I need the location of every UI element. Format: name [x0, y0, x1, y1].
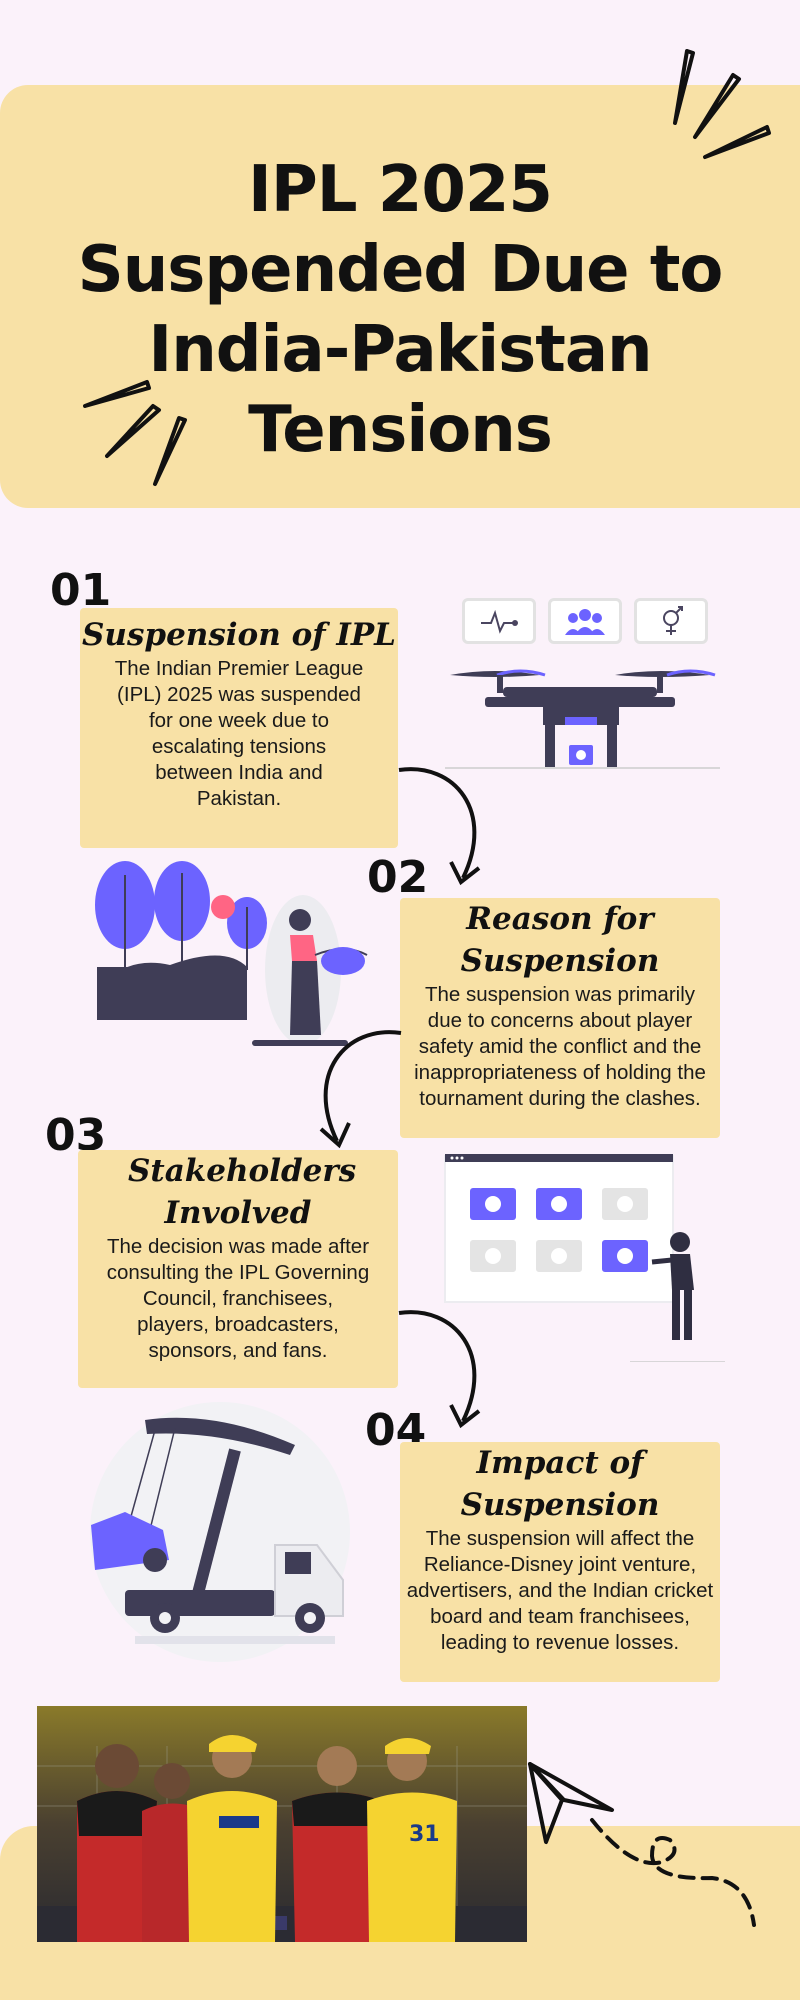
section-number-02: 02 — [367, 852, 429, 903]
svg-text:31: 31 — [409, 1822, 440, 1847]
section-number-01: 01 — [50, 565, 112, 616]
curved-arrow-2 — [319, 1030, 402, 1149]
card-body: The suspension will affect the Reliance-… — [406, 1527, 714, 1654]
page-title: IPL 2025 Suspended Due to India-Pakistan… — [77, 153, 724, 467]
paper-plane-icon — [528, 1762, 756, 1927]
group-icon — [548, 598, 622, 644]
card-body: The decision was made after consulting t… — [106, 1235, 370, 1362]
card-reason: Reason for Suspension The suspension was… — [400, 898, 720, 1138]
gender-icon — [634, 598, 708, 644]
card-body: The suspension was primarily due to conc… — [414, 983, 706, 1110]
card-heading: Stakeholders Involved — [128, 1153, 357, 1231]
card-body: The Indian Premier League (IPL) 2025 was… — [114, 657, 364, 810]
trees-woman-illustration — [95, 861, 368, 1046]
burst-lines-bottom-icon — [83, 380, 187, 486]
card-heading: Suspension of IPL — [82, 617, 396, 653]
drone-illustration — [445, 669, 720, 769]
card-impact: Impact of Suspension The suspension will… — [400, 1442, 720, 1682]
title-band — [0, 85, 800, 508]
gallery-board-illustration — [444, 1154, 725, 1362]
curved-arrow-3 — [398, 1310, 481, 1429]
cricket-players-photo: 31 — [37, 1706, 527, 1942]
curved-arrow-1 — [398, 767, 481, 886]
card-suspension: Suspension of IPL The Indian Premier Lea… — [80, 608, 398, 848]
card-heading: Reason for Suspension — [460, 901, 660, 979]
card-heading: Impact of Suspension — [460, 1445, 660, 1523]
heartbeat-icon — [462, 598, 536, 644]
burst-lines-top-icon — [673, 49, 771, 159]
card-stakeholders: Stakeholders Involved The decision was m… — [78, 1150, 398, 1388]
tow-truck-illustration — [90, 1402, 350, 1662]
